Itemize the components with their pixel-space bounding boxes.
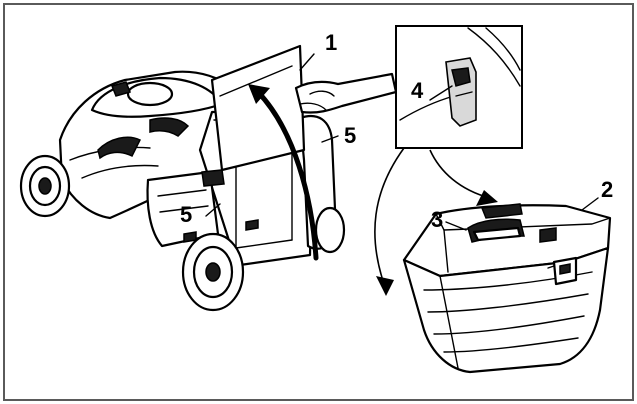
label-4: 4: [411, 78, 424, 103]
frame-border: [3, 3, 634, 401]
lawn-mower-illustration: [19, 44, 398, 312]
label-3: 3: [431, 207, 443, 232]
inset-arrow-left: [374, 147, 405, 285]
battery-pack-illustration: [402, 197, 612, 374]
latch-detail-inset: [395, 25, 523, 149]
label-1: 1: [325, 30, 337, 55]
label-2: 2: [601, 177, 613, 202]
battery-flap: [210, 44, 306, 172]
front-wheel-left: [19, 154, 71, 218]
inset-arrow-right: [429, 149, 491, 199]
rear-wheel-left: [181, 232, 245, 312]
label-5-right: 5: [344, 123, 356, 148]
lift-arrow: [255, 89, 319, 261]
lift-arrow-head: [248, 84, 270, 104]
label-5-left: 5: [180, 202, 192, 227]
